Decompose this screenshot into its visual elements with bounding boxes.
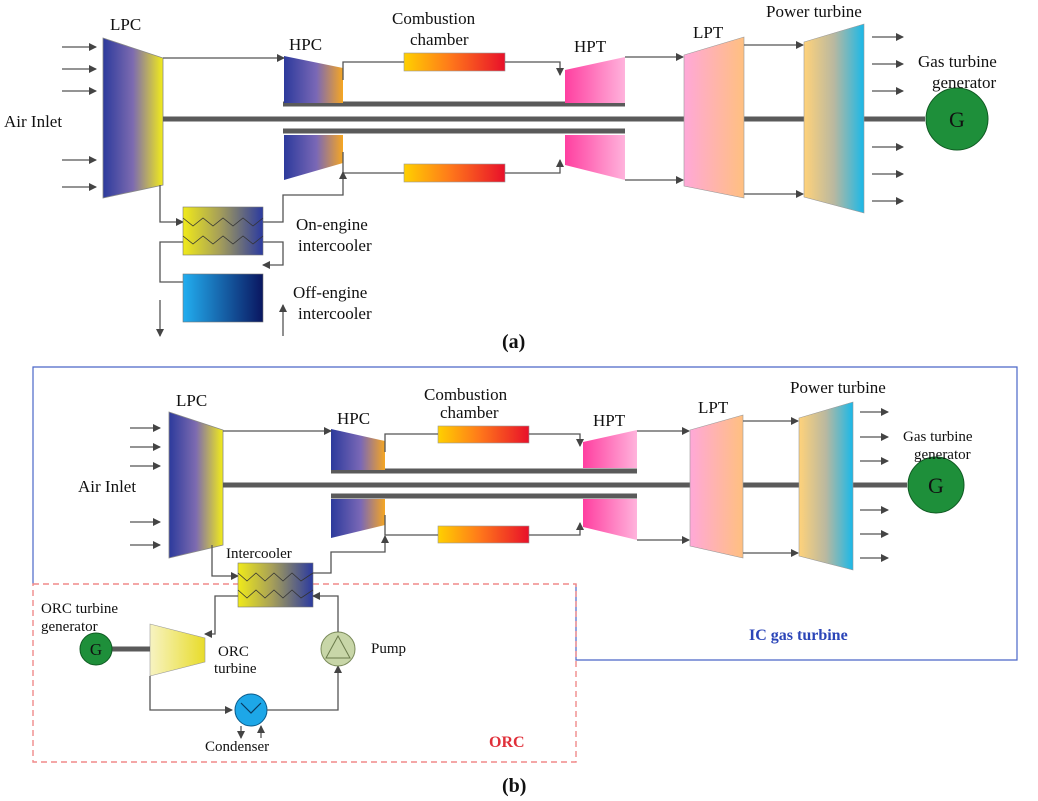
hpc-compressor-bottom-b xyxy=(331,499,385,538)
gas-turbine-generator-b xyxy=(907,456,965,514)
generator-label-line1-b: Gas turbine xyxy=(903,429,973,445)
air-inlet-arrows-a xyxy=(62,43,97,191)
lpc-label-a: LPC xyxy=(110,15,141,34)
orc-generator-label-line1: ORC turbine xyxy=(41,601,118,617)
caption-b: (b) xyxy=(502,775,526,797)
air-inlet-label-a: Air Inlet xyxy=(4,112,62,131)
intercooler-b xyxy=(237,562,314,608)
on-engine-intercooler-a xyxy=(182,206,264,256)
generator-label-line2-b: generator xyxy=(914,447,971,463)
orc-turbine-generator xyxy=(79,632,113,666)
ic-gas-turbine-boundary xyxy=(32,366,1018,661)
on-engine-label-line1-a: On-engine xyxy=(296,215,368,234)
lpt-turbine-a xyxy=(683,36,745,199)
off-engine-label-line2-a: intercooler xyxy=(298,304,372,323)
intercooler-label-b: Intercooler xyxy=(226,546,292,562)
pump-label: Pump xyxy=(371,641,406,657)
hpc-label-b: HPC xyxy=(337,409,370,428)
lpt-label-a: LPT xyxy=(693,23,724,42)
lpt-label-b: LPT xyxy=(698,398,729,417)
orc-turbine xyxy=(149,623,206,677)
hpc-label-a: HPC xyxy=(289,35,322,54)
hpt-turbine-bottom-a xyxy=(565,135,625,180)
off-engine-label-line1-a: Off-engine xyxy=(293,283,367,302)
power-turbine-label-a: Power turbine xyxy=(766,2,862,21)
power-turbine-label-b: Power turbine xyxy=(790,378,886,397)
generator-label-line1-a: Gas turbine xyxy=(918,52,997,71)
exhaust-arrows-a xyxy=(872,33,904,205)
orc-label: ORC xyxy=(489,734,525,751)
hpc-compressor-top-a xyxy=(284,56,343,103)
hpt-turbine-bottom-b xyxy=(583,499,637,540)
hpt-label-b: HPT xyxy=(593,411,626,430)
lpt-turbine-b xyxy=(689,414,744,559)
hpc-compressor-bottom-a xyxy=(284,135,343,180)
power-turbine-a xyxy=(803,23,865,214)
combustion-chamber-top-b xyxy=(437,425,530,444)
orc-generator-symbol: G xyxy=(90,640,102,659)
diagram-b: IC gas turbine ORC Air Inlet LPC HPC Com… xyxy=(32,366,1018,797)
generator-symbol-b: G xyxy=(928,473,944,498)
combustion-label-line1-b: Combustion xyxy=(424,385,508,404)
diagram-a: Air Inlet LPC HPC Combustion chamber HPT xyxy=(4,2,997,353)
pump xyxy=(320,631,356,667)
on-engine-label-line2-a: intercooler xyxy=(298,236,372,255)
condenser xyxy=(234,693,268,727)
ic-gas-turbine-label: IC gas turbine xyxy=(749,627,848,644)
hpt-turbine-top-b xyxy=(583,430,637,468)
lpc-compressor-b xyxy=(168,411,224,559)
exhaust-arrows-b xyxy=(860,408,889,562)
hpt-turbine-top-a xyxy=(565,57,625,103)
combustion-label-line1-a: Combustion xyxy=(392,9,476,28)
combustion-chamber-bottom-b xyxy=(437,525,530,544)
generator-label-line2-a: generator xyxy=(932,73,997,92)
generator-symbol-a: G xyxy=(949,107,965,132)
caption-a: (a) xyxy=(502,331,525,353)
air-inlet-arrows-b xyxy=(130,424,161,549)
condenser-label: Condenser xyxy=(205,739,269,755)
orc-turbine-label-line2: turbine xyxy=(214,661,257,677)
lpc-label-b: LPC xyxy=(176,391,207,410)
hpc-compressor-top-b xyxy=(331,429,385,470)
combustion-label-line2-a: chamber xyxy=(410,30,469,49)
lpc-compressor-a xyxy=(102,37,164,199)
gas-turbine-generator-a xyxy=(925,87,989,151)
power-turbine-b xyxy=(798,401,854,571)
combustion-chamber-bottom-a xyxy=(403,163,506,183)
combustion-label-line2-b: chamber xyxy=(440,403,499,422)
orc-generator-label-line2: generator xyxy=(41,619,98,635)
hpt-label-a: HPT xyxy=(574,37,607,56)
air-inlet-label-b: Air Inlet xyxy=(78,477,136,496)
off-engine-intercooler-a xyxy=(182,273,264,323)
combustion-chamber-top-a xyxy=(403,52,506,72)
orc-turbine-label-line1: ORC xyxy=(218,644,249,660)
